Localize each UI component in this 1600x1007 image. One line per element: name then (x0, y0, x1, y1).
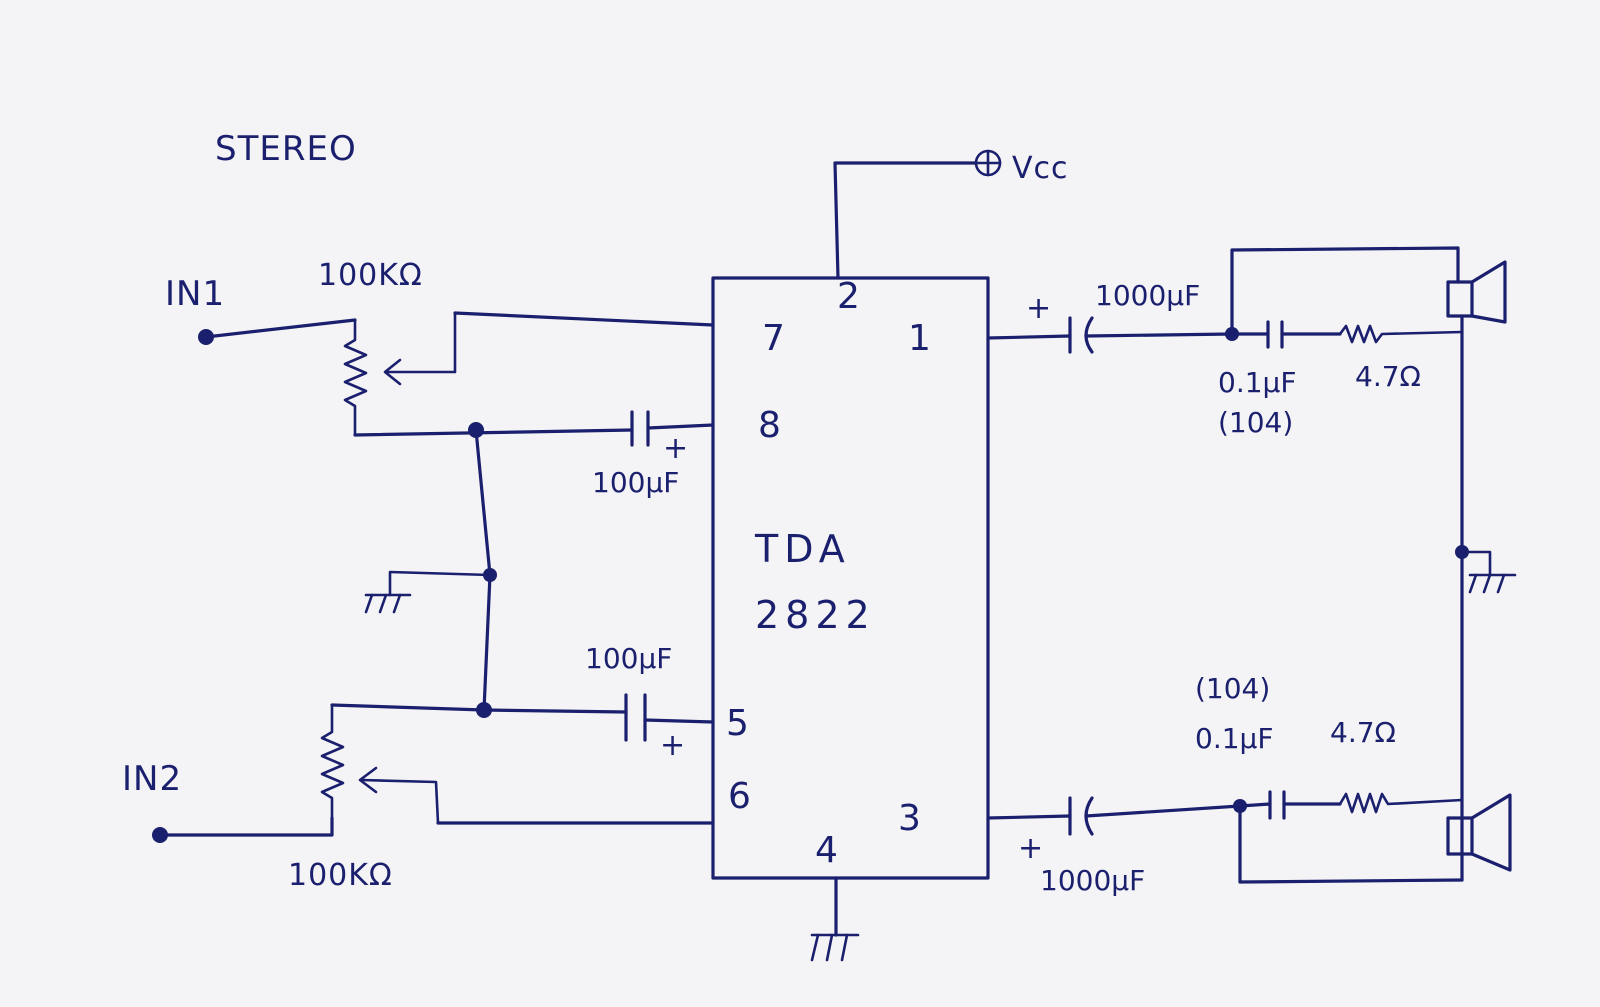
vcc-supply: Vcc (833, 149, 1069, 280)
output-top-section: + 1000μF 0.1μF (104) 4.7Ω (986, 246, 1507, 439)
in2-terminal (152, 827, 168, 843)
in1-label: IN1 (165, 274, 225, 314)
output-bottom-section: + 1000μF (104) 0.1μF 4.7Ω (986, 672, 1512, 897)
zobel-bottom-cap-label: 0.1μF (1195, 722, 1273, 755)
speaker-top (1446, 260, 1507, 324)
input-ground-net (364, 428, 497, 712)
ic-tda2822: TDA 2822 2 7 1 8 5 6 3 4 (711, 276, 990, 880)
cap-5-label: 100μF (585, 642, 672, 675)
potentiometer-2 (320, 703, 440, 825)
cap-out-top-label: 1000μF (1095, 279, 1200, 312)
zobel-bottom-code: (104) (1195, 672, 1270, 705)
cap-out-bottom-label: 1000μF (1040, 864, 1145, 897)
pot-2-label: 100KΩ (288, 858, 393, 893)
pot-1-label: 100KΩ (318, 258, 423, 293)
cap-out-bottom-plus: + (1018, 831, 1044, 866)
in2-label: IN2 (122, 759, 182, 799)
pin-2-label: 2 (837, 276, 860, 317)
pin-3-label: 3 (898, 798, 921, 839)
pin-8-label: 8 (758, 405, 781, 446)
speaker-bottom (1446, 793, 1512, 872)
cap-8-label: 100μF (592, 466, 679, 499)
cap-5-plus: + (660, 728, 686, 763)
pin-1-label: 1 (908, 318, 931, 359)
input-2-section: + 100μF IN2 100KΩ (122, 642, 715, 893)
ic-label-line2: 2822 (755, 593, 876, 637)
ground-pin4 (810, 876, 860, 962)
zobel-top-code: (104) (1218, 406, 1293, 439)
capacitor-pin8 (630, 410, 715, 447)
input-1-section: IN1 100KΩ + 100μF (165, 258, 715, 499)
pin-4-label: 4 (815, 830, 838, 871)
zobel-top-cap-label: 0.1μF (1218, 366, 1296, 399)
diagram-title: STEREO (215, 129, 357, 169)
pin-7-label: 7 (762, 318, 785, 359)
zobel-bottom-res-label: 4.7Ω (1330, 716, 1396, 749)
potentiometer-1 (343, 311, 457, 437)
ic-label-line1: TDA (754, 527, 851, 571)
output-ground-rail (1455, 314, 1517, 882)
pin-5-label: 5 (726, 703, 749, 744)
capacitor-pin5 (624, 693, 715, 742)
pin-6-label: 6 (728, 776, 751, 817)
zobel-top-res-label: 4.7Ω (1355, 360, 1421, 393)
vcc-label: Vcc (1012, 151, 1069, 186)
cap-out-top-plus: + (1026, 291, 1052, 326)
cap-8-plus: + (663, 431, 689, 466)
